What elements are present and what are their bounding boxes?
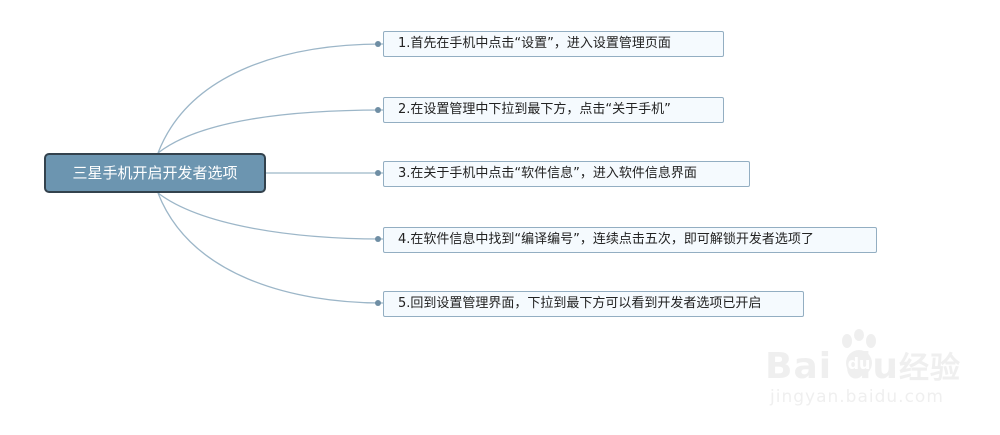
subtopic-3-label: 3.在关于手机中点击“软件信息”，进入软件信息界面	[398, 166, 697, 181]
connector-dot-1	[375, 41, 381, 47]
subtopic-5[interactable]: 5.回到设置管理界面，下拉到最下方可以看到开发者选项已开启	[383, 291, 804, 317]
watermark-brand-cn: 经验	[899, 351, 962, 386]
subtopic-4-label: 4.在软件信息中找到“编译编号”，连续点击五次，即可解锁开发者选项了	[398, 232, 814, 247]
subtopic-1[interactable]: 1.首先在手机中点击“设置”，进入设置管理页面	[383, 31, 724, 57]
connector-5	[157, 192, 384, 304]
subtopic-2[interactable]: 2.在设置管理中下拉到最下方，点击“关于手机”	[383, 97, 724, 123]
subtopic-5-label: 5.回到设置管理界面，下拉到最下方可以看到开发者选项已开启	[398, 296, 762, 311]
connector-dot-3	[375, 170, 381, 176]
connector-1	[157, 43, 384, 154]
root-topic-label: 三星手机开启开发者选项	[72, 164, 238, 182]
subtopic-1-label: 1.首先在手机中点击“设置”，进入设置管理页面	[398, 36, 671, 51]
subtopic-2-label: 2.在设置管理中下拉到最下方，点击“关于手机”	[398, 102, 671, 117]
subtopic-4[interactable]: 4.在软件信息中找到“编译编号”，连续点击五次，即可解锁开发者选项了	[383, 227, 877, 253]
connector-dot-5	[375, 300, 381, 306]
watermark-url: jingyan.baidu.com	[770, 387, 944, 407]
connector-dot-4	[375, 236, 381, 242]
connector-2	[157, 109, 384, 154]
root-topic[interactable]: 三星手机开启开发者选项	[44, 153, 266, 193]
connector-dot-2	[375, 107, 381, 113]
subtopic-3[interactable]: 3.在关于手机中点击“软件信息”，进入软件信息界面	[383, 161, 750, 187]
baidu-jingyan-watermark: Bai du经验 du jingyan.baidu.com	[765, 325, 965, 425]
watermark-brand-latin: Bai du	[765, 346, 900, 387]
connector-4	[157, 192, 384, 240]
baidu-paw-icon: du	[842, 329, 876, 376]
svg-text:du: du	[848, 354, 871, 373]
watermark-brand: Bai du经验	[765, 343, 961, 387]
